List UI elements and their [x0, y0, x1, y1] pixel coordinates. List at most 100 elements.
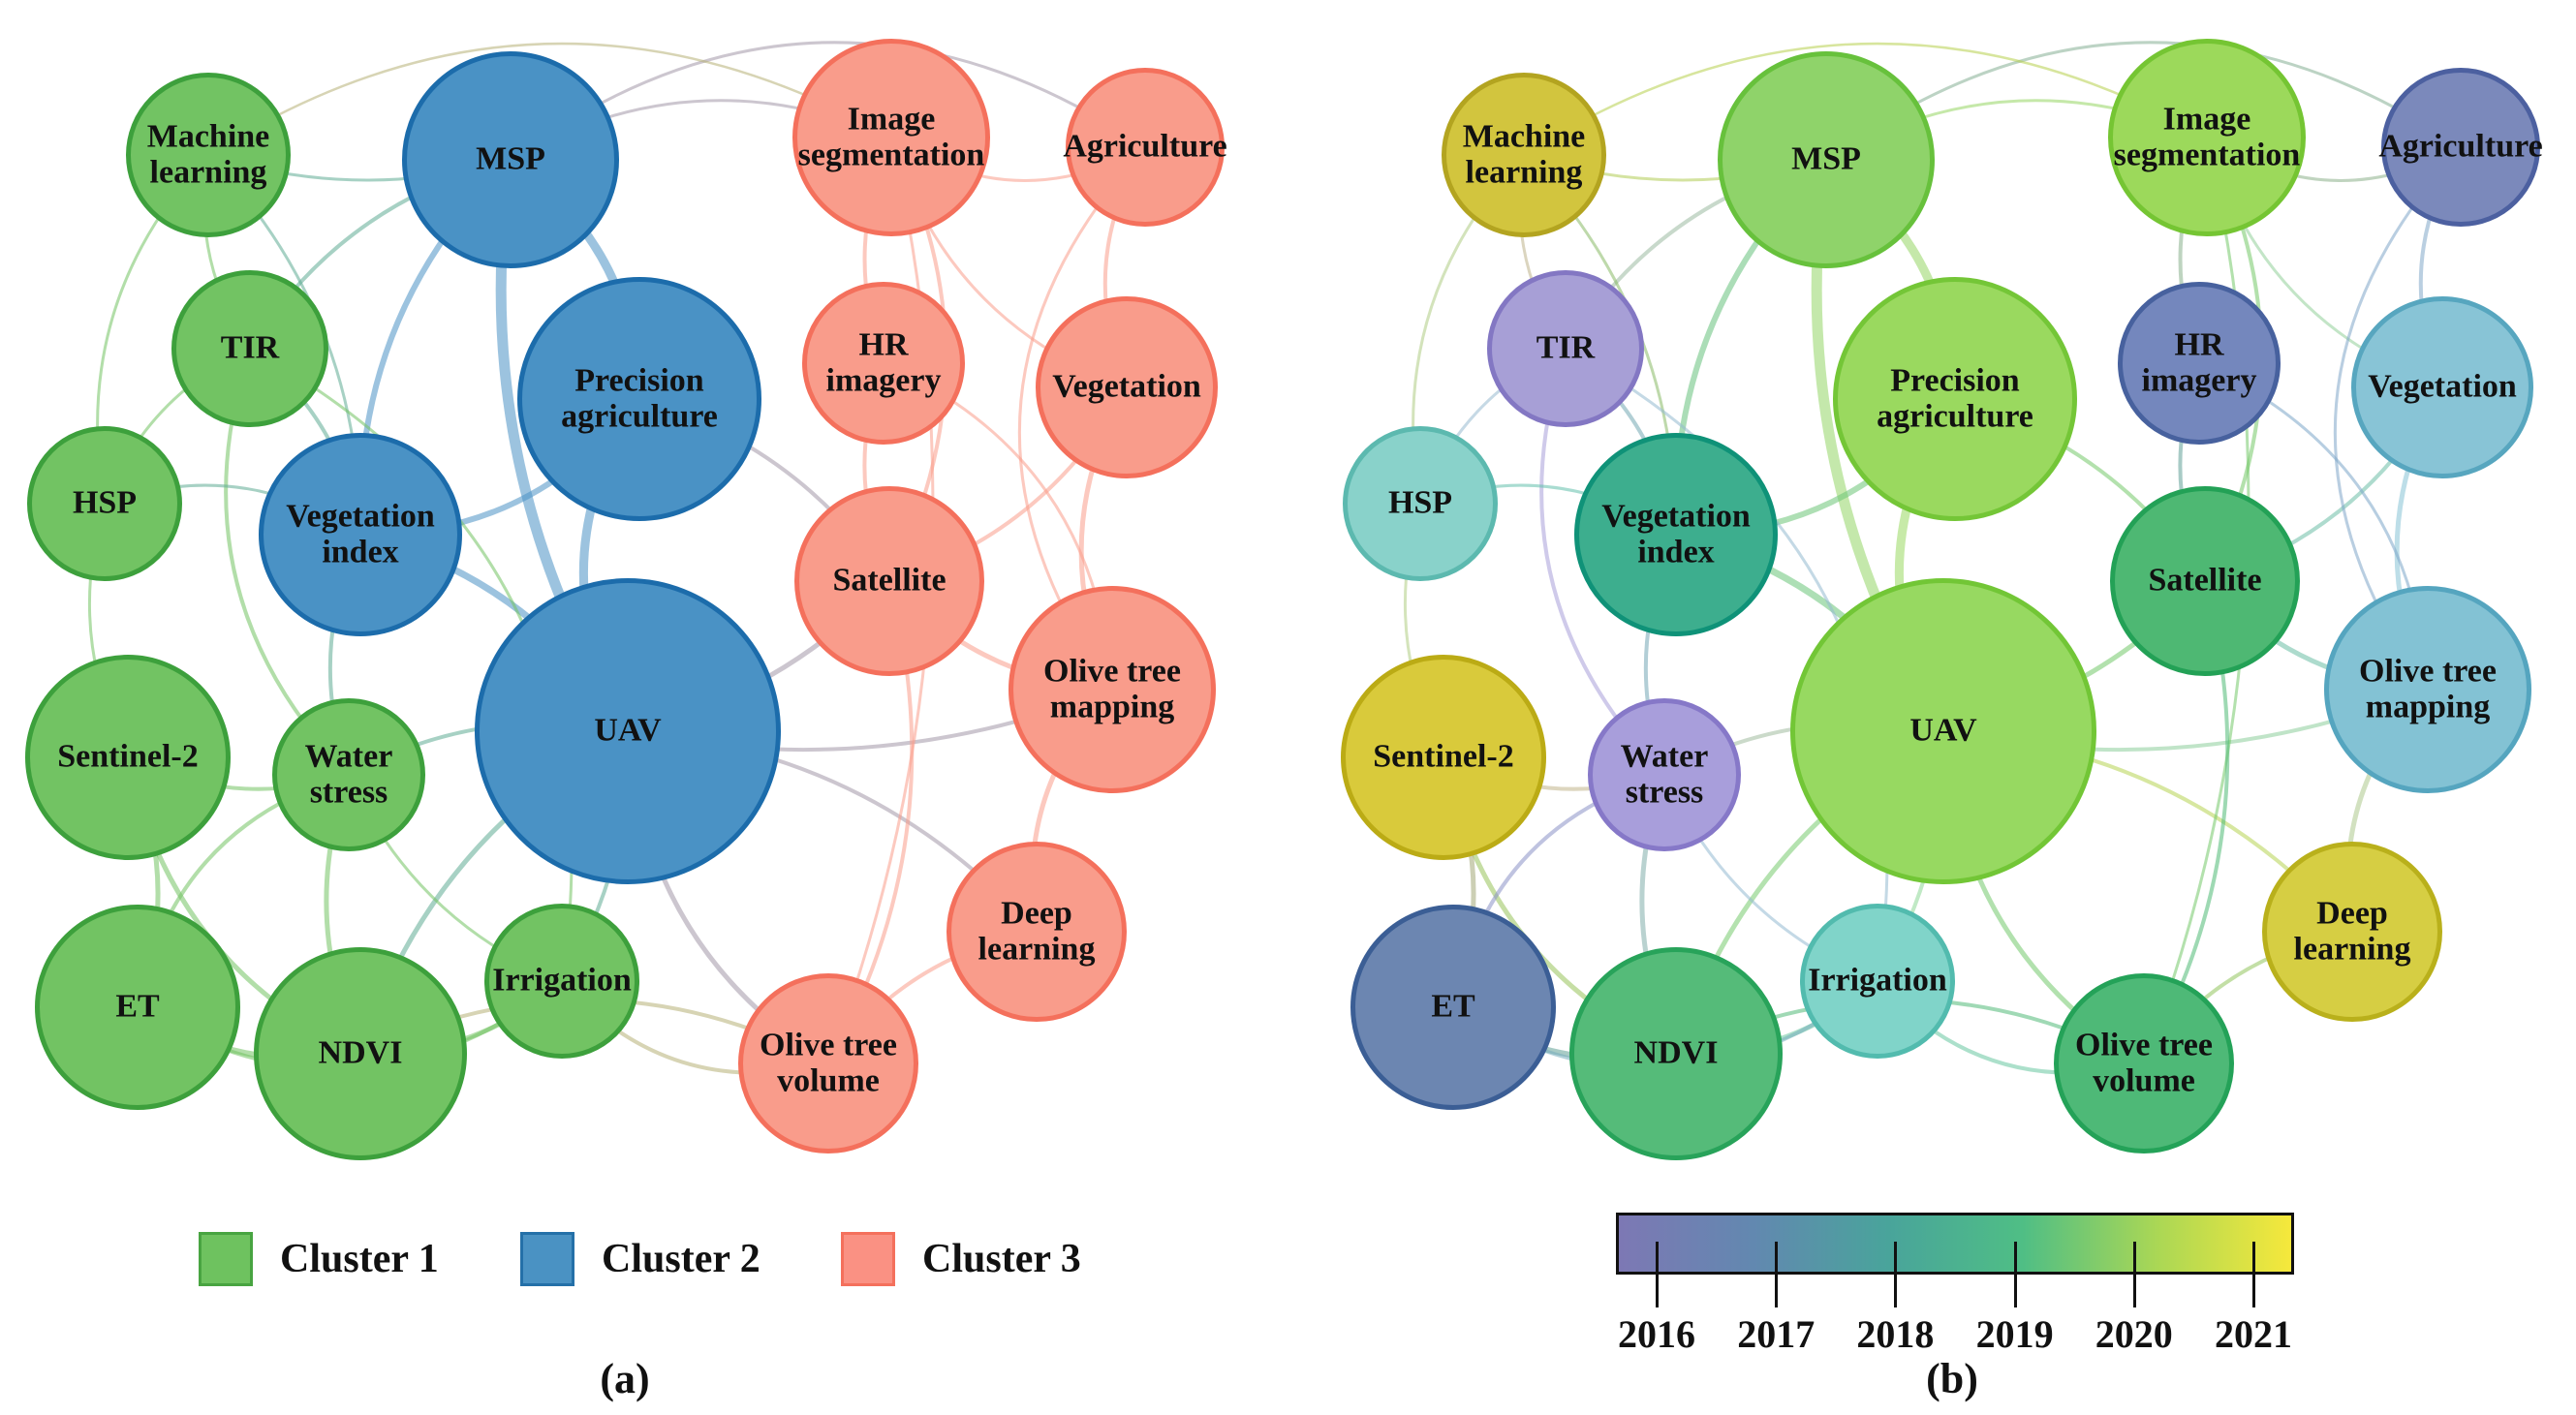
cluster-1-label: Cluster 1 — [280, 1237, 439, 1281]
node-uav-panel-a: UAV — [475, 578, 781, 884]
node-label-ws-panel-b: Water stress — [1620, 738, 1709, 810]
node-ws-panel-a: Water stress — [272, 698, 425, 851]
year-colorbar-gradient — [1616, 1213, 2294, 1275]
node-dl-panel-a: Deep learning — [947, 842, 1127, 1022]
node-label-dl-panel-b: Deep learning — [2293, 895, 2411, 967]
node-imgseg-panel-a: Image segmentation — [792, 39, 990, 236]
node-s2-panel-a: Sentinel-2 — [25, 655, 231, 860]
colorbar-tick-2016 — [1656, 1242, 1659, 1307]
cluster-3-swatch — [841, 1232, 895, 1286]
node-ndvi-panel-a: NDVI — [254, 947, 467, 1160]
node-label-tir-panel-b: TIR — [1536, 329, 1596, 366]
legend-item-cluster-2: Cluster 2 — [520, 1230, 760, 1288]
node-veg-panel-b: Vegetation — [2351, 296, 2533, 478]
colorbar-tick-2018 — [1894, 1242, 1898, 1307]
node-label-dl-panel-a: Deep learning — [978, 895, 1096, 967]
legend-item-cluster-1: Cluster 1 — [199, 1230, 439, 1288]
node-otm-panel-b: Olive tree mapping — [2324, 586, 2531, 793]
node-et-panel-b: ET — [1350, 905, 1556, 1110]
node-hsp-panel-a: HSP — [27, 426, 182, 581]
node-label-ndvi-panel-a: NDVI — [318, 1034, 403, 1071]
legend-item-cluster-3: Cluster 3 — [841, 1230, 1081, 1288]
node-label-veg-panel-a: Vegetation — [1052, 368, 1201, 405]
node-label-otv-panel-a: Olive tree volume — [760, 1027, 897, 1098]
node-label-hsp-panel-a: HSP — [72, 484, 138, 521]
cluster-2-label: Cluster 2 — [602, 1237, 760, 1281]
node-label-s2-panel-a: Sentinel-2 — [57, 738, 199, 775]
node-agri-panel-a: Agriculture — [1063, 68, 1227, 227]
node-label-agri-panel-a: Agriculture — [1063, 128, 1227, 165]
node-uav-panel-b: UAV — [1790, 578, 2096, 884]
node-ml-panel-a: Machine learning — [126, 73, 291, 237]
colorbar-tick-label-2018: 2018 — [1856, 1312, 1935, 1356]
cluster-3-label: Cluster 3 — [922, 1237, 1081, 1281]
node-precag-panel-b: Precision agriculture — [1833, 277, 2077, 521]
node-label-et-panel-b: ET — [1431, 988, 1475, 1025]
node-vegidx-panel-a: Vegetation index — [259, 433, 462, 636]
node-label-irr-panel-b: Irrigation — [1808, 962, 1947, 999]
node-hsp-panel-b: HSP — [1343, 426, 1498, 581]
node-imgseg-panel-b: Image segmentation — [2108, 39, 2306, 236]
colorbar-tick-2019 — [2013, 1242, 2017, 1307]
node-label-imgseg-panel-a: Image segmentation — [797, 101, 985, 172]
node-sat-panel-a: Satellite — [794, 486, 984, 676]
node-msp-panel-a: MSP — [402, 51, 619, 268]
colorbar-tick-label-2017: 2017 — [1737, 1312, 1816, 1356]
node-label-uav-panel-b: UAV — [1909, 712, 1977, 749]
node-label-sat-panel-a: Satellite — [832, 562, 947, 599]
node-agri-panel-b: Agriculture — [2378, 68, 2543, 227]
node-et-panel-a: ET — [35, 905, 240, 1110]
node-ml-panel-b: Machine learning — [1442, 73, 1606, 237]
node-otv-panel-b: Olive tree volume — [2054, 973, 2234, 1154]
panel-a-label: (a) — [600, 1355, 650, 1402]
node-label-otm-panel-b: Olive tree mapping — [2359, 653, 2497, 724]
colorbar-tick-label-2016: 2016 — [1618, 1312, 1695, 1356]
node-label-uav-panel-a: UAV — [594, 712, 662, 749]
node-label-ml-panel-a: Machine learning — [146, 118, 270, 190]
node-label-otm-panel-a: Olive tree mapping — [1043, 653, 1181, 724]
node-label-msp-panel-b: MSP — [1791, 140, 1861, 177]
node-label-ndvi-panel-b: NDVI — [1633, 1034, 1719, 1071]
cluster-2-swatch — [520, 1232, 574, 1286]
node-dl-panel-b: Deep learning — [2262, 842, 2442, 1022]
node-ws-panel-b: Water stress — [1588, 698, 1741, 851]
node-ndvi-panel-b: NDVI — [1569, 947, 1783, 1160]
node-label-precag-panel-b: Precision agriculture — [1877, 362, 2033, 434]
colorbar-tick-2020 — [2132, 1242, 2136, 1307]
colorbar-tick-2021 — [2252, 1242, 2255, 1307]
node-label-et-panel-a: ET — [115, 988, 160, 1025]
node-label-tir-panel-a: TIR — [220, 329, 280, 366]
node-label-agri-panel-b: Agriculture — [2378, 128, 2543, 165]
cluster-legend: Cluster 1 Cluster 2 Cluster 3 — [0, 1230, 1288, 1298]
node-label-veg-panel-b: Vegetation — [2368, 368, 2517, 405]
node-label-s2-panel-b: Sentinel-2 — [1373, 738, 1514, 775]
node-veg-panel-a: Vegetation — [1036, 296, 1218, 478]
node-label-vegidx-panel-a: Vegetation index — [286, 498, 435, 569]
node-s2-panel-b: Sentinel-2 — [1341, 655, 1546, 860]
node-tir-panel-a: TIR — [171, 270, 328, 427]
node-label-ml-panel-b: Machine learning — [1462, 118, 1586, 190]
node-label-precag-panel-a: Precision agriculture — [561, 362, 718, 434]
node-label-hr-panel-b: HR imagery — [2141, 326, 2257, 398]
node-tir-panel-b: TIR — [1487, 270, 1644, 427]
node-msp-panel-b: MSP — [1718, 51, 1935, 268]
node-hr-panel-b: HR imagery — [2118, 282, 2281, 445]
node-label-hsp-panel-b: HSP — [1387, 484, 1453, 521]
node-label-otv-panel-b: Olive tree volume — [2075, 1027, 2213, 1098]
colorbar-tick-label-2021: 2021 — [2215, 1312, 2292, 1356]
node-label-irr-panel-a: Irrigation — [492, 962, 632, 999]
colorbar-tick-label-2019: 2019 — [1975, 1312, 2054, 1356]
node-vegidx-panel-b: Vegetation index — [1574, 433, 1778, 636]
node-label-vegidx-panel-b: Vegetation index — [1601, 498, 1751, 569]
node-hr-panel-a: HR imagery — [802, 282, 965, 445]
node-label-ws-panel-a: Water stress — [304, 738, 393, 810]
node-irr-panel-a: Irrigation — [484, 904, 639, 1059]
node-otv-panel-a: Olive tree volume — [738, 973, 918, 1154]
node-label-msp-panel-a: MSP — [476, 140, 545, 177]
node-label-imgseg-panel-b: Image segmentation — [2113, 101, 2301, 172]
node-label-hr-panel-a: HR imagery — [825, 326, 942, 398]
node-sat-panel-b: Satellite — [2110, 486, 2300, 676]
colorbar-tick-label-2020: 2020 — [2095, 1312, 2173, 1356]
node-label-sat-panel-b: Satellite — [2148, 562, 2262, 599]
